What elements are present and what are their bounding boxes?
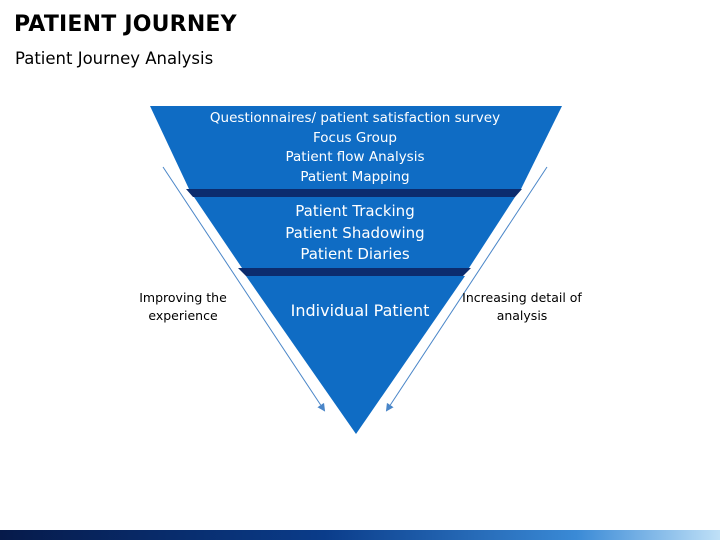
tier3-item: Individual Patient [290,301,430,320]
left-arrow-label: Improving the experience [137,289,229,325]
funnel-tier-3 [246,276,465,434]
page-subtitle: Patient Journey Analysis [15,49,214,68]
funnel-tier-1 [150,106,562,189]
tier1-item: Patient Mapping [300,168,410,185]
tier3-text: Individual Patient [265,301,455,321]
right-label-line: analysis [496,308,548,323]
tier2-text: Patient Tracking Patient Shadowing Patie… [230,201,480,266]
tier1-item: Patient flow Analysis [285,149,425,165]
left-label-line: Improving the [139,290,227,305]
tier2-item: Patient Shadowing [285,223,425,242]
tier1-item: Questionnaires/ patient satisfaction sur… [209,110,501,126]
right-arrow-label: Increasing detail of analysis [458,289,586,325]
page-title: PATIENT JOURNEY [14,12,237,37]
bottom-accent-bar [0,530,720,540]
tier1-text: Questionnaires/ patient satisfaction sur… [170,109,540,187]
tier1-item: Focus Group [313,129,397,146]
tier2-separator [238,268,471,276]
tier2-item: Patient Tracking [295,202,415,220]
left-label-line: experience [148,308,218,323]
tier1-separator [186,189,522,197]
left-arrow [162,166,326,412]
funnel-tier-2 [194,197,515,268]
right-arrow [385,166,548,412]
right-label-line: Increasing detail of [462,290,582,305]
tier2-item: Patient Diaries [300,245,410,263]
